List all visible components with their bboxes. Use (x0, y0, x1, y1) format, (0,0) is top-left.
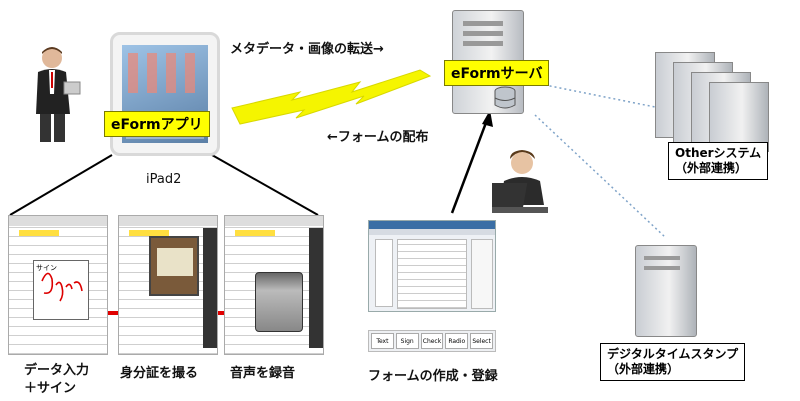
voice-recorder-widget (255, 272, 303, 332)
signature-scribble (41, 272, 83, 302)
timestamp-server-icon (635, 245, 697, 337)
designer-person-icon (492, 150, 548, 213)
step4-caption: フォームの作成・登録 (368, 369, 498, 384)
businessman-icon (36, 47, 81, 142)
device-label: iPad2 (146, 172, 182, 187)
distribute-label: ←フォームの配布 (327, 130, 429, 145)
id-card-photo (149, 236, 199, 296)
link-other (529, 81, 656, 108)
screenshot-data-entry: サイン (8, 215, 108, 355)
database-icon (494, 86, 516, 109)
other-system-servers-icon (655, 52, 785, 152)
other-system-title: Otherシステム (675, 146, 762, 160)
connector-left (9, 154, 113, 216)
field-toolbar: Text Sign Check Radio Select (368, 330, 496, 352)
toolbar-select-button[interactable]: Select (470, 333, 493, 349)
toolbar-sign-button[interactable]: Sign (395, 333, 419, 349)
upload-arrow (450, 119, 489, 214)
timestamp-title: デジタルタイムスタンプ (607, 347, 739, 361)
timestamp-label: デジタルタイムスタンプ （外部連携） (600, 343, 746, 381)
lightning-bolt (231, 69, 432, 125)
timestamp-subtitle: （外部連携） (607, 362, 680, 376)
other-system-subtitle: （外部連携） (675, 161, 748, 175)
ipad-device (110, 32, 220, 156)
toolbar-text-button[interactable]: Text (371, 333, 394, 349)
sign-pad: サイン (33, 260, 89, 320)
server-label: eFormサーバ (444, 60, 550, 86)
upload-arrow-head (482, 110, 493, 127)
step1-caption: データ入力 ＋サイン (24, 362, 89, 398)
connector-right (211, 154, 319, 216)
toolbar-check-button[interactable]: Check (420, 333, 444, 349)
step2-caption: 身分証を撮る (120, 366, 199, 381)
step1-caption-line1: データ入力 (24, 363, 90, 378)
step3-caption: 音声を録音 (230, 366, 296, 381)
step1-caption-line2: ＋サイン (24, 381, 77, 396)
form-editor-screenshot (368, 220, 496, 312)
transfer-label: メタデータ・画像の転送→ (230, 42, 384, 57)
other-system-label: Otherシステム （外部連携） (668, 142, 769, 180)
app-label: eFormアプリ (104, 111, 210, 137)
toolbar-radio-button[interactable]: Radio (445, 333, 469, 349)
screenshot-id-capture (118, 215, 218, 355)
sign-pad-title: サイン (36, 264, 57, 272)
screenshot-voice-record (224, 215, 324, 355)
